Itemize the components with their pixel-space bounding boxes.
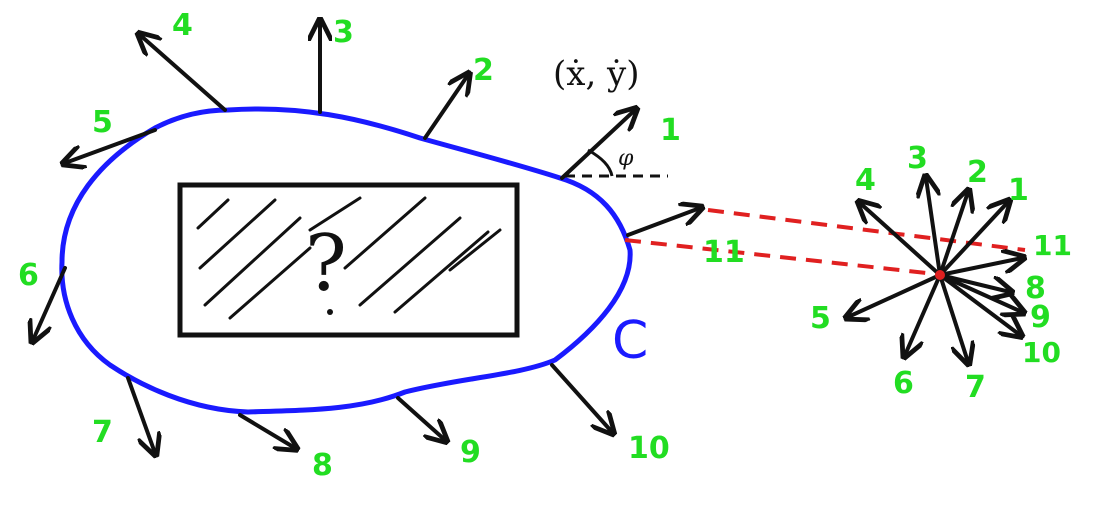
- ray-2: [423, 75, 468, 140]
- star-label-3: 3: [907, 141, 928, 176]
- angle-label: φ: [618, 146, 634, 171]
- ray-1: [560, 110, 635, 180]
- boundary-label-6: 6: [18, 258, 39, 293]
- star-ray-2: [938, 192, 968, 277]
- ray-9: [396, 396, 445, 440]
- star-label-9: 9: [1030, 300, 1051, 335]
- question-dot: [327, 309, 333, 315]
- ray-8: [238, 413, 295, 448]
- star-ray-6: [905, 273, 942, 355]
- boundary-label-8: 8: [312, 448, 333, 483]
- star-ray-3: [926, 178, 942, 277]
- boundary-label-7: 7: [92, 415, 113, 450]
- star-label-4: 4: [855, 163, 876, 198]
- star-ray-7: [938, 273, 968, 362]
- boundary-rays: [33, 22, 700, 453]
- star-label-7: 7: [965, 370, 986, 405]
- boundary-label-4: 4: [172, 8, 193, 43]
- star-ray-10: [938, 273, 1020, 335]
- star-center: [935, 270, 945, 280]
- red-ray-upper: [707, 208, 1026, 252]
- boundary-labels: 1 2 3 4 5 6 7 8 9 10 11: [18, 8, 745, 483]
- curve-label: C: [612, 311, 648, 371]
- star-label-6: 6: [893, 366, 914, 401]
- ray-5: [65, 128, 157, 163]
- star-ray-1: [938, 202, 1008, 277]
- star-ray-4: [860, 203, 942, 277]
- star-ray-9: [938, 273, 1022, 312]
- boundary-label-10: 10: [628, 431, 670, 466]
- star-ray-11: [938, 258, 1022, 277]
- star-ray-5: [848, 273, 942, 317]
- hidden-object-box: [177, 182, 520, 338]
- boundary-label-1: 1: [660, 113, 681, 148]
- ray-4: [140, 35, 227, 112]
- star-label-10: 10: [1022, 336, 1061, 369]
- hatching: [196, 196, 502, 320]
- boundary-label-9: 9: [460, 435, 481, 470]
- red-rays: [624, 208, 1026, 277]
- ray-10: [550, 363, 612, 432]
- angle-arc: [587, 148, 614, 177]
- direction-star: [848, 178, 1022, 362]
- star-label-5: 5: [810, 301, 831, 336]
- boundary-label-5: 5: [92, 105, 113, 140]
- star-labels: 1 2 3 4 5 6 7 8 9 10 11: [810, 141, 1072, 405]
- ray-6: [33, 266, 67, 340]
- boundary-label-2: 2: [473, 53, 494, 88]
- boundary-label-11: 11: [703, 235, 745, 270]
- boundary-curve: [59, 106, 633, 415]
- star-label-2: 2: [967, 155, 988, 190]
- ray-11: [626, 208, 700, 237]
- velocity-label: (ẋ, ẏ): [553, 54, 640, 94]
- ray-7: [126, 376, 155, 453]
- star-label-11: 11: [1033, 229, 1072, 262]
- red-ray-lower: [624, 238, 946, 277]
- star-label-1: 1: [1008, 173, 1029, 208]
- star-ray-8: [938, 273, 1010, 292]
- hidden-object-label: ?: [305, 219, 347, 309]
- boundary-label-3: 3: [333, 15, 354, 50]
- star-label-8: 8: [1025, 271, 1046, 306]
